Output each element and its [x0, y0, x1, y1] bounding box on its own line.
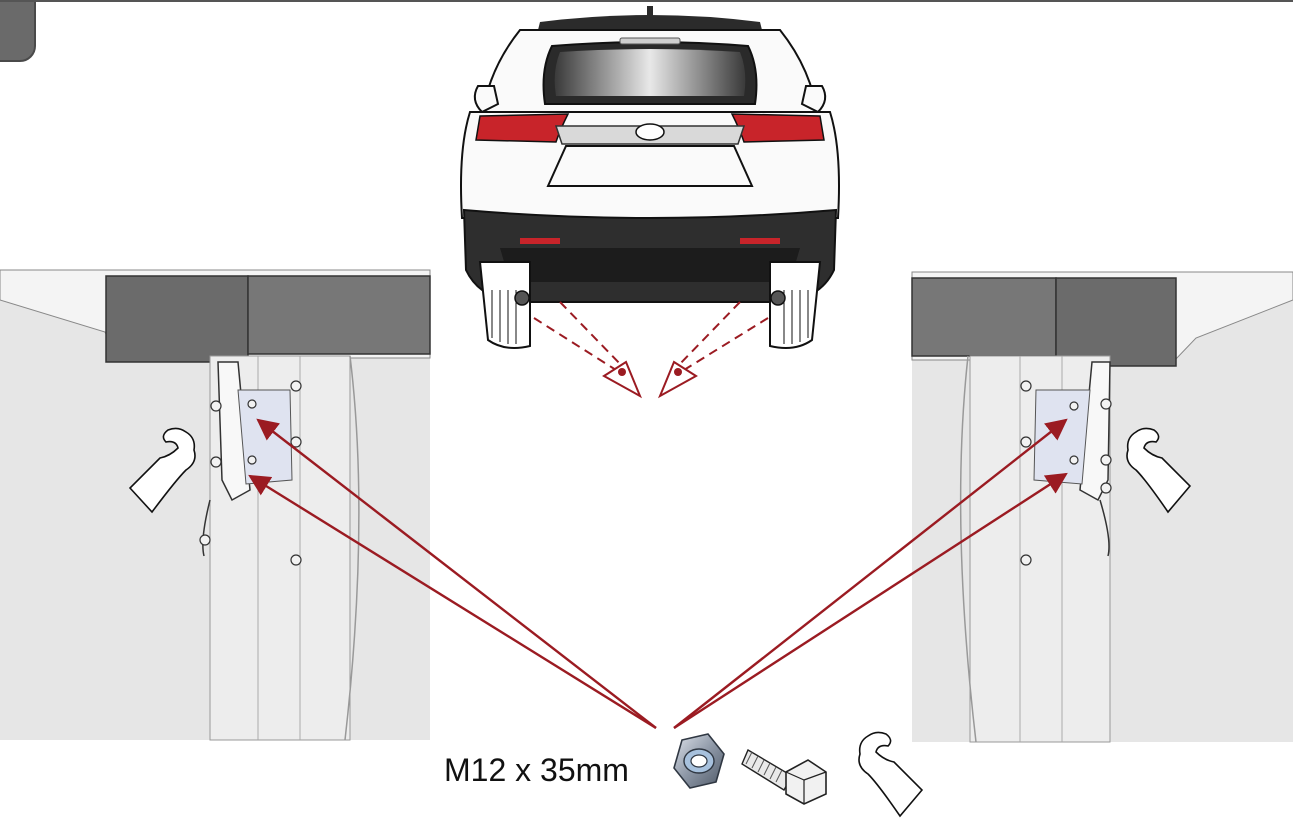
eye-icon	[657, 360, 698, 399]
hand-icon	[128, 427, 196, 514]
hand-icon	[1126, 427, 1192, 514]
hardware-label: M12 x 35mm	[444, 752, 629, 788]
vehicle-rear-view	[460, 6, 840, 349]
nut-icon	[673, 733, 725, 789]
eye-icon	[602, 360, 643, 399]
arrow-icon	[248, 418, 1068, 730]
left-closeup	[0, 269, 431, 741]
bolt-icon	[741, 748, 827, 805]
sight-lines	[533, 301, 769, 371]
hand-icon	[858, 731, 924, 818]
right-closeup	[911, 271, 1293, 743]
step-number-tab	[0, 0, 36, 62]
